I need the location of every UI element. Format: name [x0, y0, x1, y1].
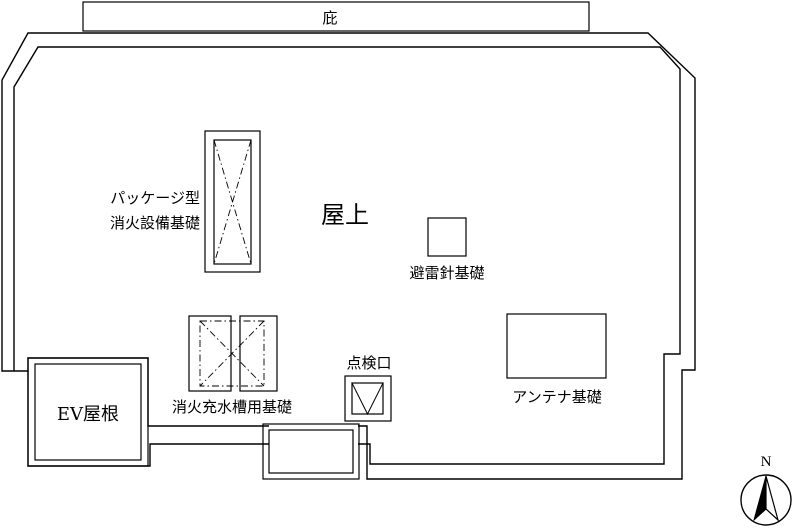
inspection-hatch-inner: [351, 382, 384, 415]
north-arrow-filled-half: [753, 475, 767, 522]
water-tank-foundation-label: 消火充水槽用基礎: [172, 398, 292, 416]
ev-roof: EV屋根: [27, 357, 149, 467]
package-foundation-diagonal: [213, 139, 252, 265]
inspection-hatch-outer: [344, 375, 392, 422]
north-label: N: [761, 454, 772, 470]
inspection-hatch-label: 点検口: [346, 354, 391, 372]
water-tank-foundation-right: [239, 315, 278, 392]
lightning-rod-foundation-box: [427, 217, 467, 257]
water-tank-foundation-left: [188, 315, 232, 392]
ev-roof-inner: [34, 363, 142, 461]
north-arrow: N: [740, 454, 792, 526]
north-arrow-open-half: [765, 475, 780, 522]
antenna-foundation-box: [506, 313, 607, 379]
north-arrow-circle: [740, 474, 792, 526]
package-foundation-label-line1: パッケージ型: [110, 189, 200, 207]
step-block-inner: [268, 429, 354, 474]
ev-roof-outer: [27, 357, 149, 467]
package-foundation-outer: [204, 130, 261, 273]
package-foundation-label-line2: 消火設備基礎: [110, 214, 200, 232]
antenna-foundation: アンテナ基礎: [506, 313, 607, 406]
lightning-rod-foundation-label: 避雷針基礎: [409, 264, 484, 282]
eave: 庇: [82, 1, 590, 32]
inspection-hatch-triangle: [351, 382, 384, 416]
step-block-outer: [262, 423, 360, 480]
water-tank-diagonal: [199, 320, 265, 387]
antenna-foundation-label: アンテナ基礎: [512, 388, 601, 406]
water-tank-foundation: 消火充水槽用基礎: [172, 315, 292, 416]
ev-roof-label: EV屋根: [57, 404, 119, 425]
eave-label: 庇: [322, 9, 337, 27]
water-tank-outline: [199, 320, 265, 387]
lightning-rod-foundation: 避雷針基礎: [409, 217, 485, 282]
inspection-hatch: 点検口: [344, 354, 392, 422]
package-foundation: パッケージ型 消火設備基礎: [110, 130, 261, 273]
step-block: [262, 423, 360, 480]
eave-outline: [82, 1, 590, 32]
package-foundation-inner: [213, 139, 252, 265]
rooftop-label: 屋上: [321, 201, 369, 229]
